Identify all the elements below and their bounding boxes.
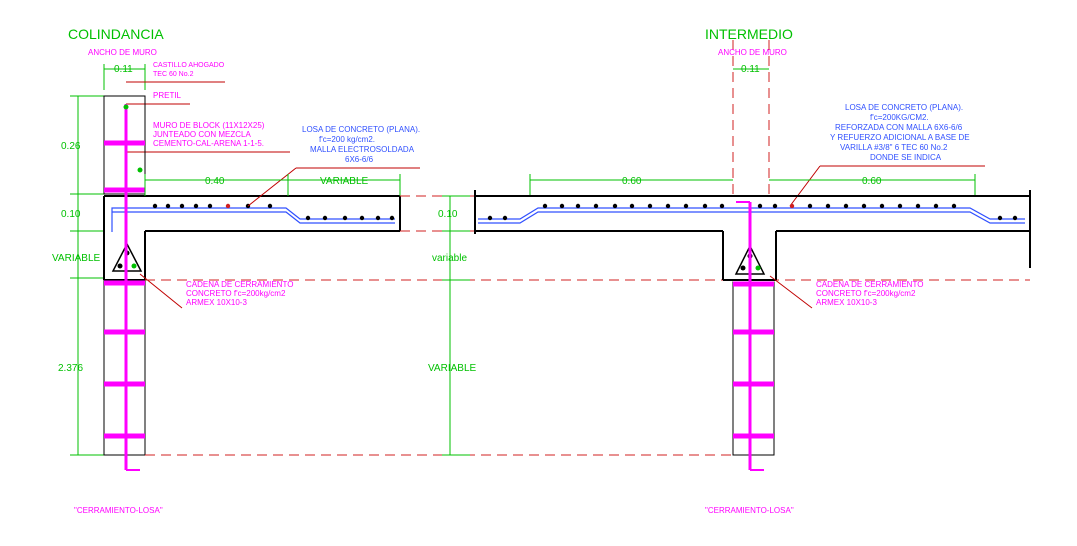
colindancia-title: COLINDANCIA	[68, 26, 164, 42]
right-slab-note-4: Y REFUERZO ADICIONAL A BASE DE	[830, 133, 970, 142]
right-wall-blocks	[732, 281, 775, 456]
castillo-bar	[104, 104, 145, 471]
beam-note-2: CONCRETO f'c=200kg/cm2	[186, 289, 286, 298]
middle-dimensions: 0.10 variable VARIABLE	[428, 195, 476, 456]
beam-leader	[139, 273, 183, 309]
intermedio-detail: INTERMEDIO ANCHO DE MURO 0.11 LOSA DE CO…	[474, 26, 1031, 515]
slab-note-1: LOSA DE CONCRETO (PLANA).	[302, 125, 420, 134]
right-slab-leader	[789, 165, 821, 207]
right-wall-width-value: 0.11	[741, 64, 760, 75]
right-beam-note-2: CONCRETO f'c=200kg/cm2	[816, 289, 916, 298]
right-castillo-bar	[733, 201, 774, 471]
beam-note-1: CADENA DE CERRAMIENTO	[186, 280, 293, 289]
intermedio-title: INTERMEDIO	[705, 26, 793, 42]
right-slab-note-1: LOSA DE CONCRETO (PLANA).	[845, 103, 963, 112]
castillo-note-2: TEC 60 No.2	[153, 71, 194, 78]
castillo-dot-2	[137, 167, 143, 173]
right-slab-note-5: VARILLA #3/8" 6 TEC 60 No.2	[840, 143, 948, 152]
slab-leader	[247, 167, 297, 207]
slab-rebar	[111, 207, 395, 232]
right-slab-note-2: f'c=200KG/CM2.	[870, 113, 929, 122]
colindancia-detail: COLINDANCIA ANCHO DE MURO 0.11 CASTILLO …	[52, 26, 420, 515]
block-note-3: CEMENTO-CAL-ARENA 1-1-5.	[153, 139, 264, 148]
dim-beam: VARIABLE	[52, 253, 100, 264]
slab-note-3: MALLA ELECTROSOLDADA	[310, 145, 415, 154]
right-beam-leader	[769, 275, 813, 309]
mid-dim-slab: 0.10	[438, 209, 458, 220]
dim-pretil: 0.26	[61, 141, 81, 152]
right-slab-dimensions	[529, 174, 976, 196]
right-slab-rebar-dots	[487, 203, 1018, 221]
right-slab-rebar	[478, 207, 1025, 224]
right-slab-note-6: DONDE SE INDICA	[870, 153, 942, 162]
mid-dim-height: VARIABLE	[428, 363, 476, 374]
vertical-dimensions	[70, 95, 104, 456]
wall-width-dimension	[103, 64, 146, 90]
right-slab-outline	[474, 190, 1031, 281]
castillo-dot-1	[123, 104, 129, 110]
slab-rebar-dots	[152, 203, 395, 221]
slab-dimensions	[144, 174, 401, 196]
right-dim-060-right: 0.60	[862, 176, 882, 187]
dim-slab: 0.10	[61, 209, 81, 220]
right-slab-red-dot	[789, 203, 795, 209]
block-note-2: JUNTEADO CON MEZCLA	[153, 130, 251, 139]
right-beam-note-3: ARMEX 10X10-3	[816, 298, 877, 307]
slab-note-4: 6X6-6/6	[345, 155, 374, 164]
pretil-label: PRETIL	[153, 91, 182, 100]
left-footer: "CERRAMIENTO-LOSA"	[74, 506, 163, 515]
castillo-note-1: CASTILLO AHOGADO	[153, 62, 225, 69]
right-wall-width-label: ANCHO DE MURO	[718, 48, 787, 57]
dim-040: 0.40	[205, 176, 225, 187]
wall-width-label: ANCHO DE MURO	[88, 48, 157, 57]
slab-note-2: f'c=200 kg/cm2.	[319, 135, 375, 144]
hidden-lines	[145, 40, 1030, 456]
right-beam-note-1: CADENA DE CERRAMIENTO	[816, 280, 923, 289]
wall-width-value: 0.11	[114, 64, 133, 75]
right-footer: "CERRAMIENTO-LOSA"	[705, 506, 794, 515]
mid-dim-beam: variable	[432, 253, 467, 264]
slab-rebar-red-dot	[225, 203, 231, 209]
block-note-1: MURO DE BLOCK (11X12X25)	[153, 121, 265, 130]
beam-note-3: ARMEX 10X10-3	[186, 298, 247, 307]
slab-outline	[103, 195, 401, 281]
dim-wall: 2.376	[58, 363, 83, 374]
right-dim-060-left: 0.60	[622, 176, 642, 187]
right-slab-note-3: REFORZADA CON MALLA 6X6-6/6	[835, 123, 963, 132]
dim-variable-h: VARIABLE	[320, 176, 368, 187]
